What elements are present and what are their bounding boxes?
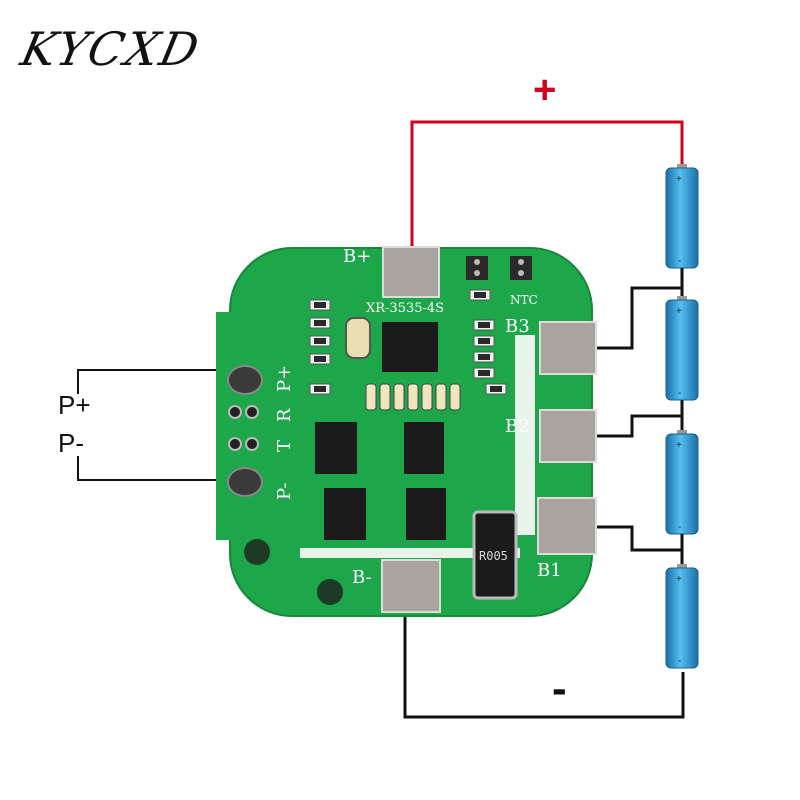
smd-resistor-body bbox=[314, 386, 326, 392]
terminal-r2 bbox=[245, 405, 259, 419]
cell-body bbox=[665, 299, 699, 401]
capacitor bbox=[345, 317, 371, 359]
smd-capacitor bbox=[407, 383, 419, 411]
ntc-pin bbox=[518, 270, 524, 276]
terminal-t bbox=[228, 437, 242, 451]
pad-b3 bbox=[539, 321, 597, 375]
b1-wire bbox=[585, 525, 682, 552]
mount-dot bbox=[317, 579, 343, 605]
pad-label-b2: B2 bbox=[505, 416, 530, 437]
side-labels: P+ R T P- bbox=[274, 365, 295, 500]
ntc-header bbox=[510, 256, 532, 280]
smd-resistor-body bbox=[314, 356, 326, 362]
cell-terminal-minus: - bbox=[678, 656, 681, 667]
smd-capacitor bbox=[421, 383, 433, 411]
side-label-p-plus: P+ bbox=[274, 365, 295, 392]
pad-label-b1: B1 bbox=[537, 560, 562, 581]
cell-body bbox=[665, 167, 699, 269]
smd-capacitor bbox=[435, 383, 447, 411]
ntc-pin bbox=[518, 259, 524, 265]
board-trace bbox=[300, 548, 520, 558]
battery-cell: +- bbox=[665, 430, 699, 535]
cell-terminal-plus: + bbox=[676, 306, 682, 317]
pad-b2 bbox=[539, 409, 597, 463]
smd-resistor-body bbox=[314, 320, 326, 326]
smd-resistor-body bbox=[474, 292, 486, 298]
smd-components bbox=[309, 289, 507, 411]
pcb-board bbox=[216, 246, 597, 617]
output-label-p-minus: P- bbox=[58, 428, 84, 458]
pad-label-b-plus: B+ bbox=[343, 246, 371, 267]
output-label-p-plus: P+ bbox=[58, 390, 91, 420]
smd-capacitor bbox=[379, 383, 391, 411]
smd-resistor-body bbox=[478, 338, 490, 344]
plus-sign: + bbox=[533, 68, 557, 112]
mount-dot bbox=[244, 539, 270, 565]
terminal-p-plus bbox=[227, 365, 263, 395]
smd-resistor-body bbox=[314, 338, 326, 344]
shunt-resistor bbox=[472, 510, 518, 600]
shunt-label: R005 bbox=[479, 549, 508, 563]
controller-ic bbox=[382, 322, 438, 372]
cell-terminal-plus: + bbox=[676, 440, 682, 451]
b2-wire bbox=[585, 414, 682, 438]
mosfet bbox=[315, 422, 357, 474]
cell-body bbox=[665, 567, 699, 669]
smd-resistor-body bbox=[478, 354, 490, 360]
smd-resistor-body bbox=[314, 302, 326, 308]
cell-terminal-minus: - bbox=[678, 256, 681, 267]
terminal-t2 bbox=[245, 437, 259, 451]
cell-cap bbox=[677, 296, 687, 302]
smd-capacitor bbox=[449, 383, 461, 411]
mosfet bbox=[404, 422, 444, 474]
battery-cells: +-+-+-+- bbox=[665, 164, 699, 669]
smd-resistor-body bbox=[478, 322, 490, 328]
p-minus-wire bbox=[77, 456, 232, 481]
minus-sign: - bbox=[552, 664, 567, 713]
cell-terminal-minus: - bbox=[678, 522, 681, 533]
positive-wire bbox=[410, 120, 684, 255]
pad-b-minus bbox=[381, 559, 441, 613]
side-label-p-minus: P- bbox=[274, 483, 295, 500]
side-label-r: R bbox=[274, 408, 295, 422]
side-label-t: T bbox=[274, 440, 295, 452]
ntc-label: NTC bbox=[510, 293, 538, 307]
board-trace bbox=[515, 335, 535, 535]
terminal-p-minus bbox=[227, 467, 263, 497]
cell-terminal-plus: + bbox=[676, 574, 682, 585]
battery-cell: +- bbox=[665, 564, 699, 669]
pad-label-b3: B3 bbox=[505, 316, 530, 337]
cell-terminal-minus: - bbox=[678, 388, 681, 399]
pad-label-b-minus: B- bbox=[352, 567, 372, 588]
ntc-pin bbox=[474, 259, 480, 265]
battery-cell: +- bbox=[665, 296, 699, 401]
cell-body bbox=[665, 433, 699, 535]
cell-cap bbox=[677, 564, 687, 570]
battery-cell: +- bbox=[665, 164, 699, 269]
smd-resistor-body bbox=[490, 386, 502, 392]
ntc-pin bbox=[474, 270, 480, 276]
board-model-label: XR-3535-4S bbox=[366, 301, 444, 316]
b3-wire bbox=[585, 286, 682, 350]
smd-capacitor bbox=[393, 383, 405, 411]
cell-cap bbox=[677, 430, 687, 436]
mosfet bbox=[324, 488, 366, 540]
wiring bbox=[77, 120, 685, 719]
pad-b-plus bbox=[382, 246, 440, 298]
board-notch-left bbox=[216, 312, 234, 540]
cell-cap bbox=[677, 164, 687, 170]
terminal-r bbox=[228, 405, 242, 419]
negative-wire bbox=[403, 590, 685, 719]
cell-terminal-plus: + bbox=[676, 174, 682, 185]
pad-b1 bbox=[537, 497, 597, 555]
smd-resistor-body bbox=[478, 370, 490, 376]
p-plus-wire bbox=[77, 369, 232, 394]
mosfet bbox=[406, 488, 446, 540]
smd-capacitor bbox=[365, 383, 377, 411]
ntc-header bbox=[466, 256, 488, 280]
